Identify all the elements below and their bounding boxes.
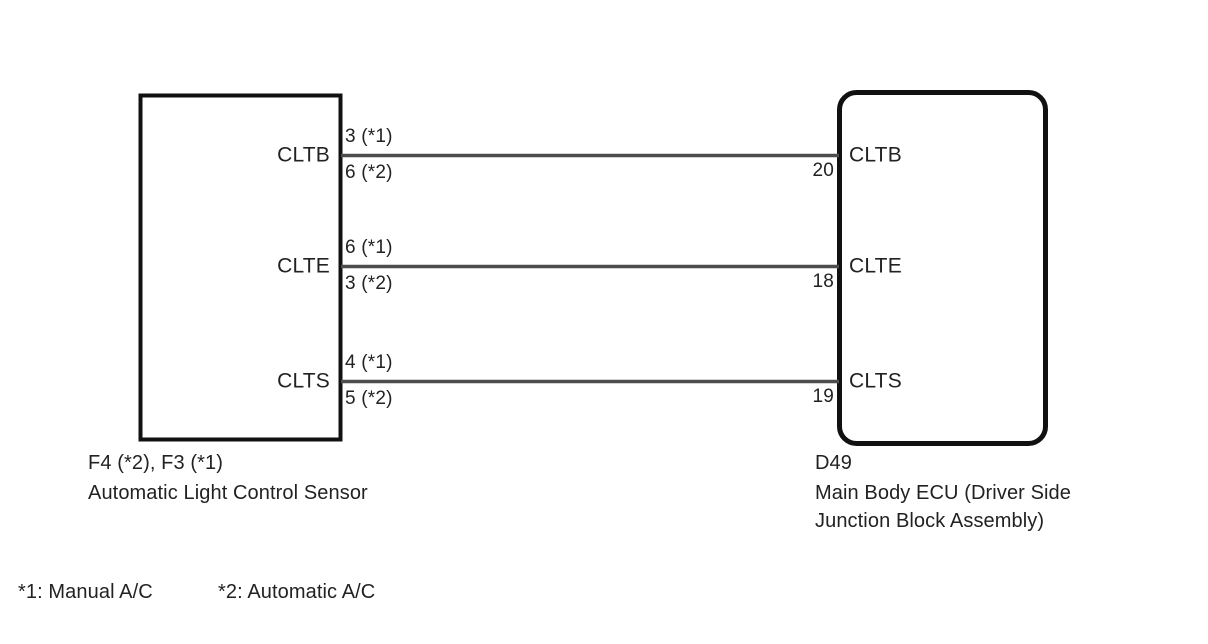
sensor-pin-number-cltb-top: 3 (*1) — [345, 126, 393, 147]
ecu-pin-label-clte: CLTE — [849, 254, 902, 278]
ecu-pin-label-clts: CLTS — [849, 369, 902, 393]
footnote-automatic-ac: *2: Automatic A/C — [218, 581, 376, 603]
sensor-pin-number-clts-bottom: 5 (*2) — [345, 388, 393, 409]
footnote-manual-ac: *1: Manual A/C — [18, 581, 153, 603]
ecu-pin-label-cltb: CLTB — [849, 143, 902, 167]
sensor-pin-label-clte: CLTE — [277, 254, 330, 278]
ecu-component-name-line1: Main Body ECU (Driver Side — [815, 482, 1072, 504]
sensor-connector-box — [138, 93, 343, 442]
ecu-pin-number-clte: 18 — [812, 271, 834, 292]
sensor-pin-number-clte-top: 6 (*1) — [345, 237, 393, 258]
ecu-component-name-line2: Junction Block Assembly) — [815, 510, 1045, 532]
ecu-pin-number-clts: 19 — [812, 386, 834, 407]
sensor-pin-number-clts-top: 4 (*1) — [345, 352, 393, 373]
sensor-connector-id: F4 (*2), F3 (*1) — [88, 452, 223, 474]
sensor-pin-number-clte-bottom: 3 (*2) — [345, 273, 393, 294]
sensor-pin-number-cltb-bottom: 6 (*2) — [345, 162, 393, 183]
ecu-connector-box — [837, 90, 1048, 446]
sensor-component-name: Automatic Light Control Sensor — [88, 482, 368, 504]
ecu-connector-id: D49 — [815, 452, 852, 474]
sensor-pin-label-clts: CLTS — [277, 369, 330, 393]
ecu-pin-number-cltb: 20 — [812, 160, 834, 181]
sensor-pin-label-cltb: CLTB — [277, 143, 330, 167]
